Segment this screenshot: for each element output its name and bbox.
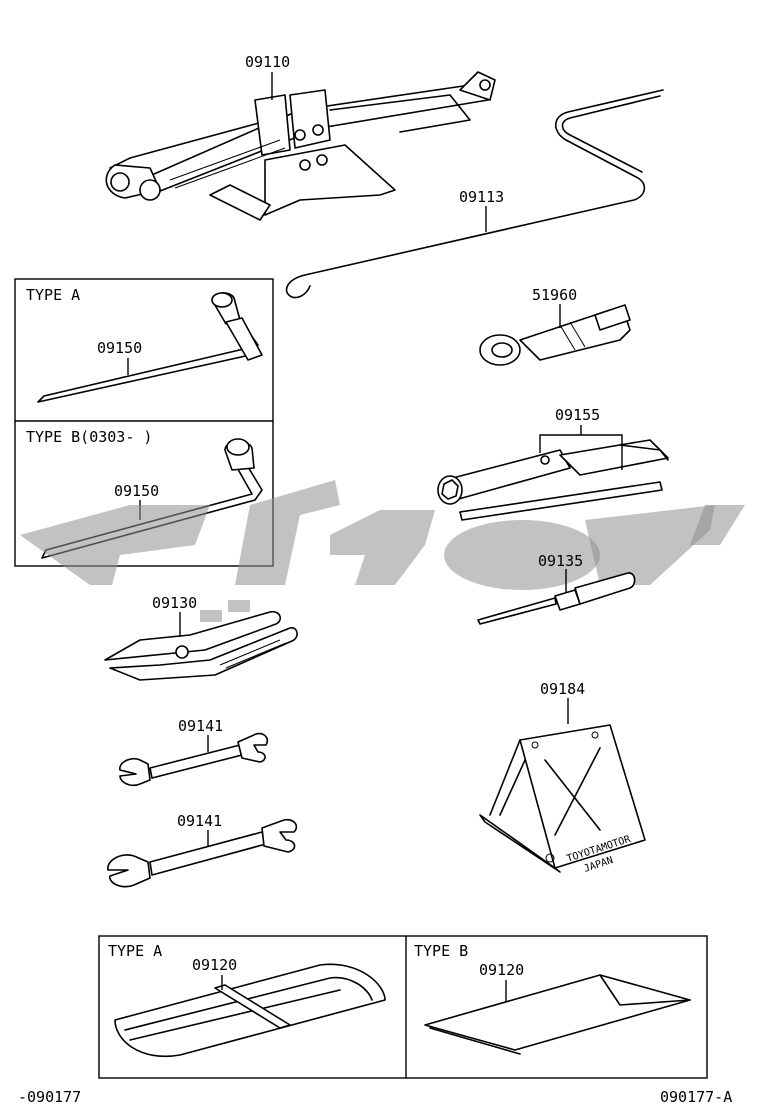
wheel-brace-part-number: 09155 <box>555 406 600 424</box>
wheel-chock <box>479 724 646 873</box>
jack-handle-part-number: 09113 <box>459 188 504 206</box>
wrench-2-part-number: 09141 <box>177 812 222 830</box>
bag-type-a-label: TYPE A <box>108 942 162 960</box>
bag-b-part-number: 09120 <box>479 961 524 979</box>
open-end-wrench-2 <box>107 818 298 888</box>
pliers <box>104 610 298 681</box>
wheel-brace <box>437 439 669 521</box>
lug-wrench-a-part-number: 09150 <box>97 339 142 357</box>
footer-left-code: -090177 <box>18 1088 81 1106</box>
jack-part-number: 09110 <box>245 53 290 71</box>
pliers-part-number: 09130 <box>152 594 197 612</box>
open-end-wrench-1 <box>119 732 269 787</box>
jack-handle <box>285 89 664 299</box>
watermark-logo <box>20 480 745 622</box>
bag-a-part-number: 09120 <box>192 956 237 974</box>
footer-right-code: 090177-A <box>660 1088 732 1106</box>
bag-type-b-label: TYPE B <box>414 942 468 960</box>
chock-part-number: 09184 <box>540 680 585 698</box>
towing-eye <box>479 304 631 366</box>
lug-wrench-b-part-number: 09150 <box>114 482 159 500</box>
tool-bag-b <box>424 974 691 1055</box>
type-a-label: TYPE A <box>26 286 80 304</box>
screwdriver-part-number: 09135 <box>538 552 583 570</box>
lug-wrench-a <box>37 292 263 403</box>
towing-eye-part-number: 51960 <box>532 286 577 304</box>
lug-wrench-box <box>14 278 274 567</box>
wrench-1-part-number: 09141 <box>178 717 223 735</box>
tool-bag-a <box>114 963 386 1058</box>
type-b-label: TYPE B(0303- ) <box>26 428 152 446</box>
scissor-jack <box>105 71 496 221</box>
tool-bag-box <box>98 935 708 1079</box>
screwdriver <box>477 572 636 625</box>
